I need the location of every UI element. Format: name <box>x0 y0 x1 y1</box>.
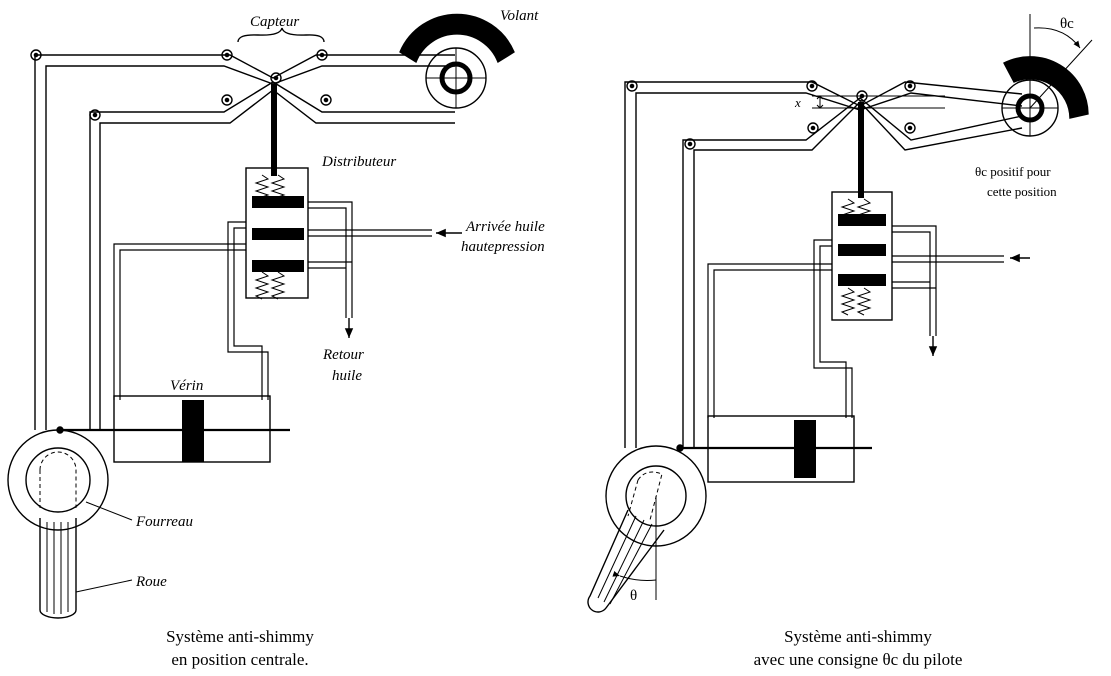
label-verin: Vérin <box>170 378 203 394</box>
right-outer-linkage <box>624 81 1023 448</box>
label-theta-c: θc <box>1060 16 1074 32</box>
label-retour-2: huile <box>332 368 362 384</box>
right-pivots <box>626 80 916 150</box>
label-volant: Volant <box>500 8 539 24</box>
left-caption-2: en position centrale. <box>171 650 308 669</box>
note-theta-c-positif-1: θc positif pour <box>975 164 1051 179</box>
right-diagram <box>587 14 1093 613</box>
label-x: x <box>794 95 801 110</box>
right-caption-2: avec une consigne θc du pilote <box>754 650 963 669</box>
left-push-rod <box>271 84 277 176</box>
note-theta-c-positif-2: cette position <box>987 184 1057 199</box>
label-roue: Roue <box>135 574 167 590</box>
right-theta-c-angle <box>1029 14 1093 109</box>
right-inner-linkage <box>682 97 1023 448</box>
left-roue-leader <box>75 579 133 593</box>
label-capteur: Capteur <box>250 14 299 30</box>
left-volant <box>399 13 515 109</box>
label-theta: θ <box>630 588 637 604</box>
right-hydraulic-lines <box>707 225 1004 418</box>
left-fourreau <box>7 429 109 531</box>
left-distributeur <box>245 167 309 300</box>
left-inner-linkage <box>89 81 455 430</box>
right-caption-1: Système anti-shimmy <box>784 627 932 646</box>
left-diagram <box>7 13 515 619</box>
left-caption-1: Système anti-shimmy <box>166 627 314 646</box>
right-volant <box>1001 56 1089 137</box>
right-verin <box>676 415 872 483</box>
left-outer-linkage <box>34 54 455 430</box>
label-distributeur: Distributeur <box>321 154 396 170</box>
label-arrivee-2: hautepression <box>461 239 545 255</box>
label-retour-1: Retour <box>322 347 364 363</box>
left-verin <box>56 395 290 463</box>
left-capteur-brace <box>237 27 325 43</box>
right-push-rod <box>858 102 864 198</box>
left-hydraulic-lines <box>113 201 432 400</box>
label-fourreau: Fourreau <box>135 514 193 530</box>
label-arrivee-1: Arrivée huile <box>465 219 545 235</box>
left-roue <box>39 518 77 619</box>
right-theta-angle <box>612 496 657 600</box>
right-roue <box>587 509 665 613</box>
left-fourreau-leader <box>85 501 133 521</box>
right-distributeur <box>831 191 893 321</box>
left-pivots <box>30 49 332 121</box>
right-x-offset <box>812 95 945 109</box>
